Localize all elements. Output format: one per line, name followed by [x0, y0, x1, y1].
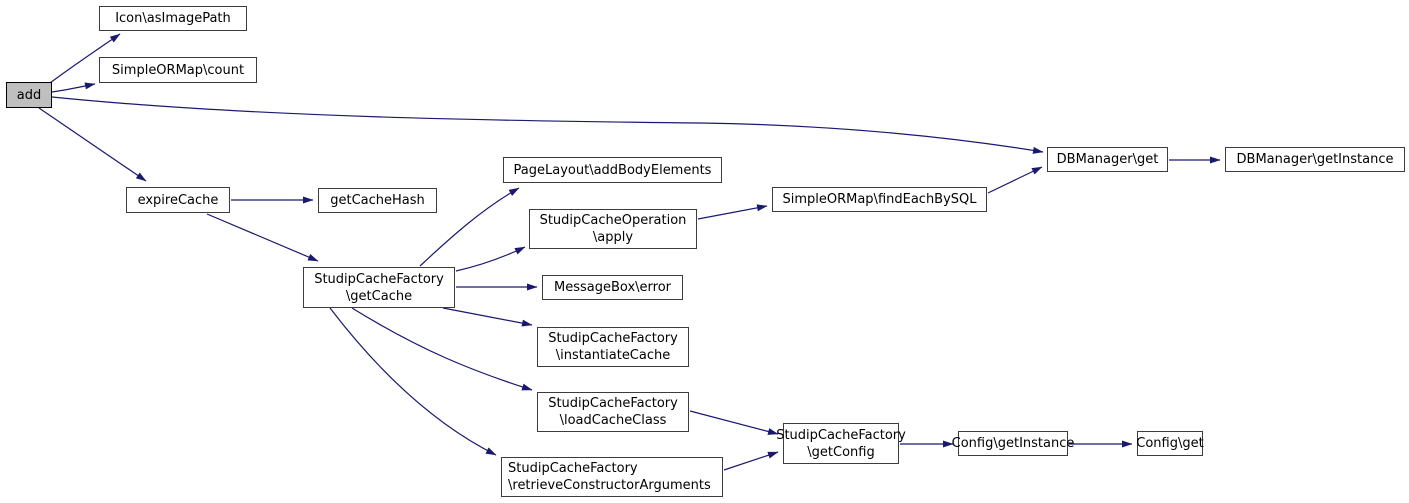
- node-studipcachefactory-retrieveconstructorarguments[interactable]: StudipCacheFactory \retrieveConstructorA…: [501, 457, 723, 497]
- node-icon-asimagepath[interactable]: Icon\asImagePath: [99, 6, 247, 31]
- edge-add-to-expirecache: [38, 107, 147, 182]
- node-add: add: [6, 82, 52, 108]
- edge-studipcachefactory-loadcacheclass-to-studipcachefactory-getconfig: [689, 410, 779, 435]
- node-simpleormap-findeachbysql[interactable]: SimpleORMap\findEachBySQL: [772, 187, 987, 212]
- edge-studipcachefactory-getcache-to-studipcacheoperation-apply: [455, 246, 526, 272]
- edge-studipcachefactory-getcache-to-studipcachefactory-retrieveconstructorarguments: [329, 307, 497, 456]
- edge-studipcacheoperation-apply-to-simpleormap-findeachbysql: [697, 204, 768, 220]
- node-studipcachefactory-getconfig[interactable]: StudipCacheFactory \getConfig: [776, 423, 906, 464]
- edge-add-to-icon-asimagepath: [49, 33, 121, 84]
- node-messagebox-error[interactable]: MessageBox\error: [542, 275, 683, 300]
- node-config-getinstance[interactable]: Config\getInstance: [952, 431, 1074, 456]
- node-simpleormap-count[interactable]: SimpleORMap\count: [99, 57, 257, 83]
- node-studipcachefactory-loadcacheclass[interactable]: StudipCacheFactory \loadCacheClass: [537, 392, 689, 432]
- edge-group: [38, 33, 1221, 471]
- node-dbmanager-getinstance[interactable]: DBManager\getInstance: [1225, 147, 1405, 172]
- node-config-get[interactable]: Config\get: [1136, 431, 1204, 456]
- node-getcachehash[interactable]: getCacheHash: [318, 188, 437, 213]
- edge-studipcachefactory-retrieveconstructorarguments-to-studipcachefactory-getconfig: [723, 451, 779, 471]
- edge-studipcachefactory-getcache-to-studipcachefactory-instantiatecache: [442, 307, 533, 327]
- node-studipcachefactory-instantiatecache[interactable]: StudipCacheFactory \instantiateCache: [537, 327, 689, 367]
- node-dbmanager-get[interactable]: DBManager\get: [1047, 147, 1168, 172]
- edge-studipcachefactory-getcache-to-studipcachefactory-loadcacheclass: [351, 307, 533, 391]
- node-studipcachefactory-getcache[interactable]: StudipCacheFactory \getCache: [303, 267, 455, 308]
- node-studipcacheoperation-apply[interactable]: StudipCacheOperation \apply: [529, 209, 697, 249]
- edge-add-to-dbmanager-get: [51, 96, 1044, 154]
- node-pagelayout-addbodyelements[interactable]: PageLayout\addBodyElements: [503, 157, 722, 183]
- edge-add-to-simpleormap-count: [51, 82, 96, 93]
- edge-simpleormap-findeachbysql-to-dbmanager-get: [987, 166, 1043, 194]
- edge-expirecache-to-studipcachefactory-getcache: [206, 213, 319, 262]
- node-expirecache[interactable]: expireCache: [126, 187, 230, 213]
- edge-studipcachefactory-getcache-to-pagelayout-addbodyelements: [419, 187, 520, 267]
